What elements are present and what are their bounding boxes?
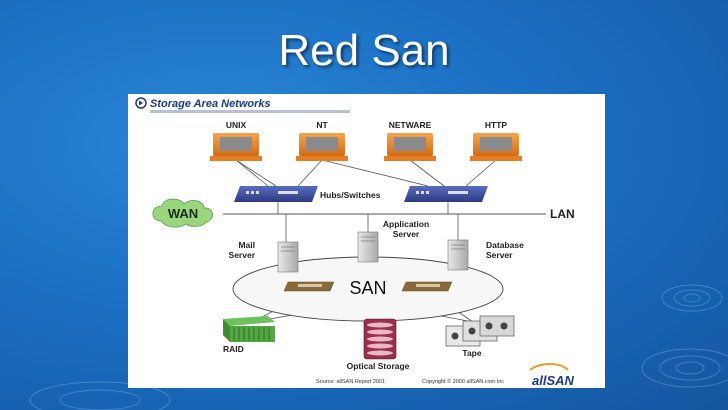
hubs-switches-label: Hubs/Switches bbox=[320, 190, 381, 200]
database-server-label-1: Database bbox=[486, 240, 524, 250]
allsan-logo: allSAN bbox=[529, 363, 575, 388]
server-icon bbox=[277, 241, 299, 273]
hub-switch-right bbox=[404, 186, 488, 202]
server-icon bbox=[357, 231, 379, 263]
mail-server-label-1: Mail bbox=[238, 240, 255, 250]
tape-storage: Tape bbox=[445, 315, 515, 358]
san-switch-left bbox=[283, 281, 335, 292]
database-server: Database Server bbox=[447, 239, 524, 271]
client-label-http: HTTP bbox=[485, 120, 508, 130]
san-diagram: Storage Area Networks bbox=[128, 94, 605, 388]
raid-label: RAID bbox=[223, 344, 244, 354]
lan-label: LAN bbox=[550, 207, 575, 221]
client-nt: NT bbox=[296, 120, 348, 161]
tape-label: Tape bbox=[462, 348, 481, 358]
client-label-nt: NT bbox=[316, 120, 328, 130]
wan-label: WAN bbox=[168, 206, 198, 221]
client-http: HTTP bbox=[470, 120, 522, 161]
san-switch-right bbox=[401, 281, 453, 292]
server-icon bbox=[447, 239, 469, 271]
mail-server-label-2: Server bbox=[229, 250, 256, 260]
application-server-label-1: Application bbox=[383, 219, 429, 229]
hub-icon bbox=[234, 186, 318, 202]
client-netware: NETWARE bbox=[384, 120, 436, 161]
cloud-icon bbox=[152, 198, 213, 228]
client-unix: UNIX bbox=[210, 120, 262, 161]
optical-storage-label: Optical Storage bbox=[347, 361, 410, 371]
application-server-label-2: Server bbox=[393, 229, 420, 239]
hub-switch-left bbox=[234, 186, 318, 202]
raid-storage: RAID bbox=[223, 316, 275, 354]
san-label: SAN bbox=[349, 278, 386, 298]
wan-cloud: WAN bbox=[152, 198, 213, 228]
copyright-text: Copyright © 2000 allSAN.com Inc bbox=[422, 378, 504, 385]
diagram-header-text: Storage Area Networks bbox=[150, 98, 271, 110]
database-server-label-2: Server bbox=[486, 250, 513, 260]
client-label-netware: NETWARE bbox=[389, 120, 432, 130]
diagram-header: Storage Area Networks bbox=[135, 97, 350, 113]
allsan-logo-text: allSAN bbox=[532, 373, 575, 388]
mail-server: Mail Server bbox=[229, 240, 299, 273]
source-text: Source: allSAN Report 2001 bbox=[316, 379, 385, 385]
application-server: Application Server bbox=[357, 219, 429, 263]
optical-storage: Optical Storage bbox=[347, 318, 410, 371]
hub-icon bbox=[404, 186, 488, 202]
client-label-unix: UNIX bbox=[226, 120, 247, 130]
slide-title: Red San bbox=[278, 26, 450, 75]
raid-icon bbox=[230, 326, 275, 342]
